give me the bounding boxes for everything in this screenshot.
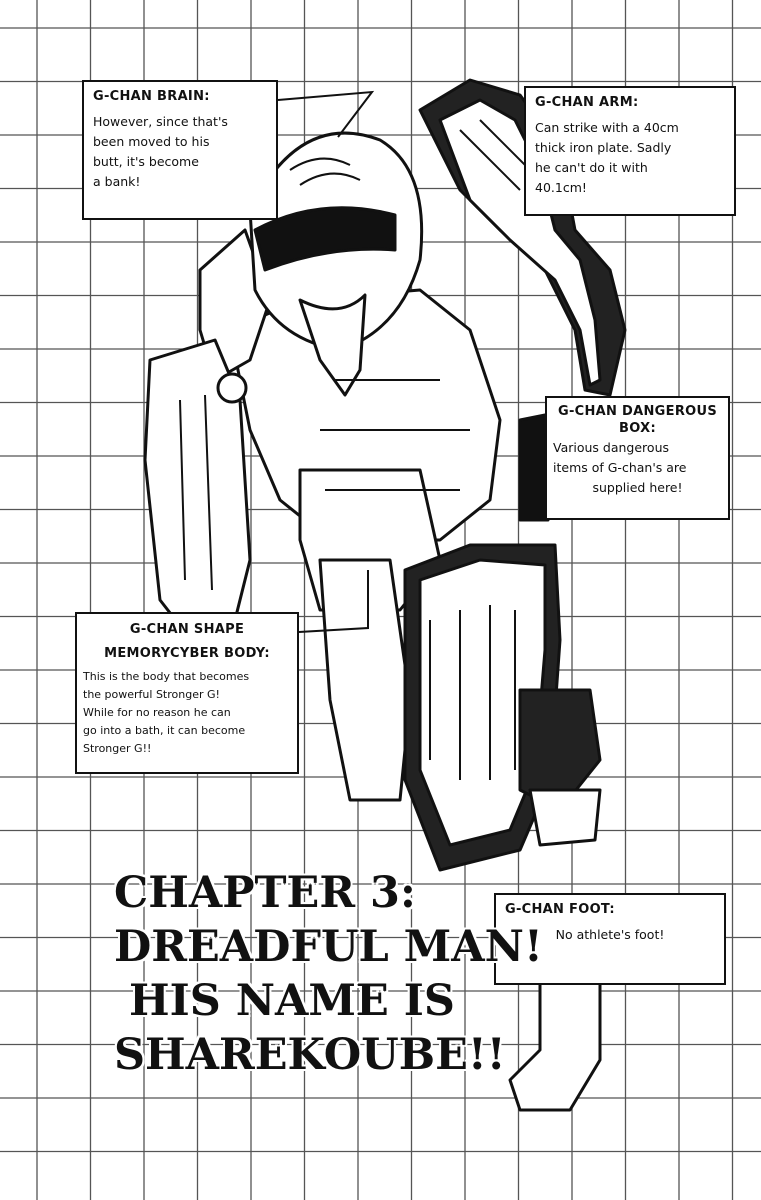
body-callout: G-CHAN SHAPE MEMORYCYBER BODY: This is t… xyxy=(75,612,299,774)
arm-callout-line: he can't do it with xyxy=(535,160,648,175)
chapter-title-line: HIS NAME IS xyxy=(114,976,455,1026)
body-callout-line: go into a bath, it can become xyxy=(83,724,246,737)
arm-callout-line: 40.1cm! xyxy=(535,180,587,195)
arm-callout-line: Can strike with a 40cm xyxy=(535,120,679,135)
body-callout-line: This is the body that becomes xyxy=(83,670,250,683)
arm-callout: G-CHAN ARM: Can strike with a 40cm thick… xyxy=(524,86,736,216)
chapter-title: CHAPTER 3: DREADFUL MAN! HIS NAME IS SHA… xyxy=(114,866,543,1082)
dangerous-box-callout: G-CHAN DANGEROUS BOX: Various dangerous … xyxy=(545,396,730,520)
brain-callout-line: butt, it's become xyxy=(93,154,199,169)
arm-callout-title: G-CHAN ARM: xyxy=(535,95,639,110)
brain-callout-title: G-CHAN BRAIN: xyxy=(93,89,210,104)
chapter-title-line: SHAREKOUBE!! xyxy=(114,1030,506,1080)
dangerous-box-callout-line: Various dangerous xyxy=(553,440,669,455)
foot-callout-title: G-CHAN FOOT: xyxy=(505,902,615,917)
dangerous-box-callout-line: supplied here! xyxy=(592,480,683,495)
dangerous-box-callout-line: items of G-chan's are xyxy=(553,460,687,475)
foot-callout-line: No athlete's foot! xyxy=(555,927,665,942)
body-callout-title: G-CHAN SHAPE xyxy=(129,622,245,637)
body-callout-title: MEMORYCYBER BODY: xyxy=(104,646,270,661)
foot-callout: G-CHAN FOOT: No athlete's foot! xyxy=(494,893,726,985)
brain-callout-line: a bank! xyxy=(93,174,141,189)
arm-callout-line: thick iron plate. Sadly xyxy=(535,140,672,155)
chapter-title-line: CHAPTER 3: xyxy=(114,868,416,918)
brain-callout: G-CHAN BRAIN: However, since that's been… xyxy=(82,80,278,220)
brain-callout-line: been moved to his xyxy=(93,134,210,149)
chapter-title-line: DREADFUL MAN! xyxy=(114,922,543,972)
body-callout-line: the powerful Stronger G! xyxy=(83,688,220,701)
body-callout-line: While for no reason he can xyxy=(83,706,231,719)
brain-callout-line: However, since that's xyxy=(93,114,228,129)
body-callout-line: Stronger G!! xyxy=(83,742,152,755)
dangerous-box-callout-title: G-CHAN DANGEROUS xyxy=(557,404,718,419)
dangerous-box-callout-title: BOX: xyxy=(619,421,656,436)
